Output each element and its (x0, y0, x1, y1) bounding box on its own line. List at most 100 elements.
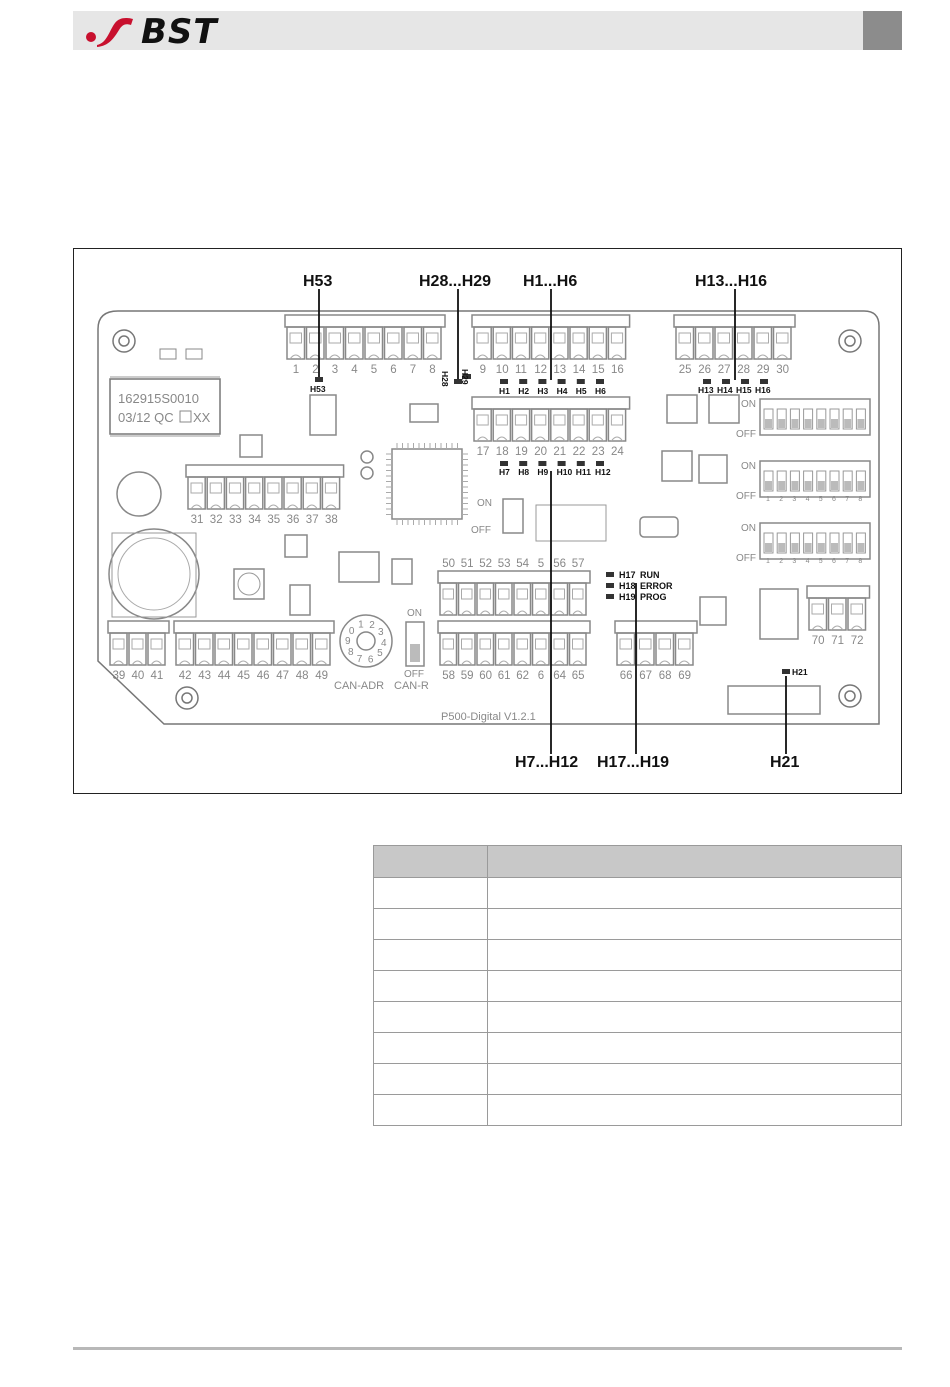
terminal-number: 7 (410, 364, 416, 376)
dip-number: 6 (832, 558, 836, 565)
mount-hole-bottom-left (175, 686, 199, 710)
h28-led (454, 379, 462, 384)
terminal-pin (147, 632, 166, 666)
terminal-number: 42 (179, 670, 192, 682)
table-cell (487, 1001, 902, 1033)
page-header: BST (73, 11, 902, 52)
status-led-h18 (606, 583, 614, 588)
terminal-pin (492, 408, 512, 442)
terminal-pin (457, 582, 476, 616)
h1-label: H1 (499, 386, 510, 396)
table-row (373, 908, 902, 940)
table-cell (487, 970, 902, 1002)
terminal-number: 35 (267, 514, 280, 526)
terminal-number: 50 (442, 558, 455, 570)
table-cell (373, 1001, 488, 1033)
usb-connector (639, 516, 679, 538)
terminal-pin (109, 632, 128, 666)
h10-led (557, 461, 566, 466)
h53-label: H53 (310, 384, 326, 394)
sticker-line-1: 162915S0010 (118, 391, 199, 406)
dip-number: 2 (779, 496, 783, 503)
h3-label: H3 (537, 386, 548, 396)
dip-number: 5 (819, 558, 823, 565)
terminal-number: 62 (516, 670, 529, 682)
h11-led (576, 461, 585, 466)
table-row (373, 1001, 902, 1033)
terminal-pin (128, 632, 147, 666)
terminal-pin (655, 632, 675, 666)
terminal-pin (568, 582, 587, 616)
terminal-number: 72 (851, 635, 864, 647)
table-row (373, 939, 902, 971)
terminal-number: 16 (611, 364, 624, 376)
table-cell (487, 908, 902, 940)
h4-led (557, 379, 566, 384)
h29-label: H29 (460, 369, 470, 385)
terminal-number: 9 (480, 364, 486, 376)
terminal-number: 33 (229, 514, 242, 526)
terminal-pin (714, 326, 734, 360)
h13-label: H13 (698, 385, 714, 395)
table-row (373, 877, 902, 909)
switch-on-label: ON (407, 608, 422, 619)
terminal-number: 37 (306, 514, 319, 526)
table-cell (487, 1063, 902, 1095)
dip-number: 3 (792, 558, 796, 565)
table-header-cell (373, 845, 488, 878)
terminal-number: 36 (287, 514, 300, 526)
table-cell (487, 1094, 902, 1126)
terminal-number: 56 (553, 558, 566, 570)
terminal-number: 59 (461, 670, 474, 682)
crystal (409, 403, 439, 423)
status-led-text: RUN (640, 570, 660, 580)
board-diagram: 162915S0010 03/12 QC XX (97, 273, 880, 771)
terminal-number: 32 (210, 514, 223, 526)
terminal-pin (272, 632, 292, 666)
dip-number: 3 (792, 496, 796, 503)
table-cell (487, 939, 902, 971)
terminal-number: 19 (515, 446, 528, 458)
table-header-cell (487, 845, 902, 878)
terminal-number: 13 (553, 364, 566, 376)
terminal-pin (847, 597, 867, 631)
h7-led (500, 461, 508, 466)
table-cell (373, 939, 488, 971)
terminal-pin (422, 326, 442, 360)
table-cell (373, 1032, 488, 1064)
terminal-number: 44 (218, 670, 231, 682)
terminal-pin (808, 597, 828, 631)
terminal-number: 70 (812, 635, 825, 647)
mount-hole-top-right (838, 329, 862, 353)
terminal-number: 43 (198, 670, 211, 682)
status-led-text: PROG (640, 592, 667, 602)
callout-h28-h29: H28...H29 (419, 273, 491, 290)
led-table (373, 845, 902, 1126)
terminal-pin (225, 476, 245, 510)
h12-led (596, 461, 604, 466)
terminal-pin (827, 597, 847, 631)
footer-rule (73, 1347, 902, 1350)
terminal-pin (253, 632, 273, 666)
terminal-pin (675, 326, 695, 360)
h12-label: H12 (595, 467, 611, 477)
dip-number: 1 (766, 558, 770, 565)
terminal-number: 40 (132, 670, 145, 682)
h14-led (722, 379, 730, 384)
terminal-number: 60 (479, 670, 492, 682)
terminal-number: 38 (325, 514, 338, 526)
terminal-number: 67 (639, 670, 652, 682)
terminal-number: 10 (496, 364, 509, 376)
terminal-number: 41 (151, 670, 164, 682)
terminal-number: 49 (315, 670, 328, 682)
rotary-digit: 2 (369, 620, 375, 631)
terminal-pin (568, 632, 587, 666)
dip-number: 8 (858, 558, 862, 565)
h2-led (519, 379, 528, 384)
terminal-pin (292, 632, 312, 666)
h5-label: H5 (576, 386, 587, 396)
terminal-pin (364, 326, 384, 360)
